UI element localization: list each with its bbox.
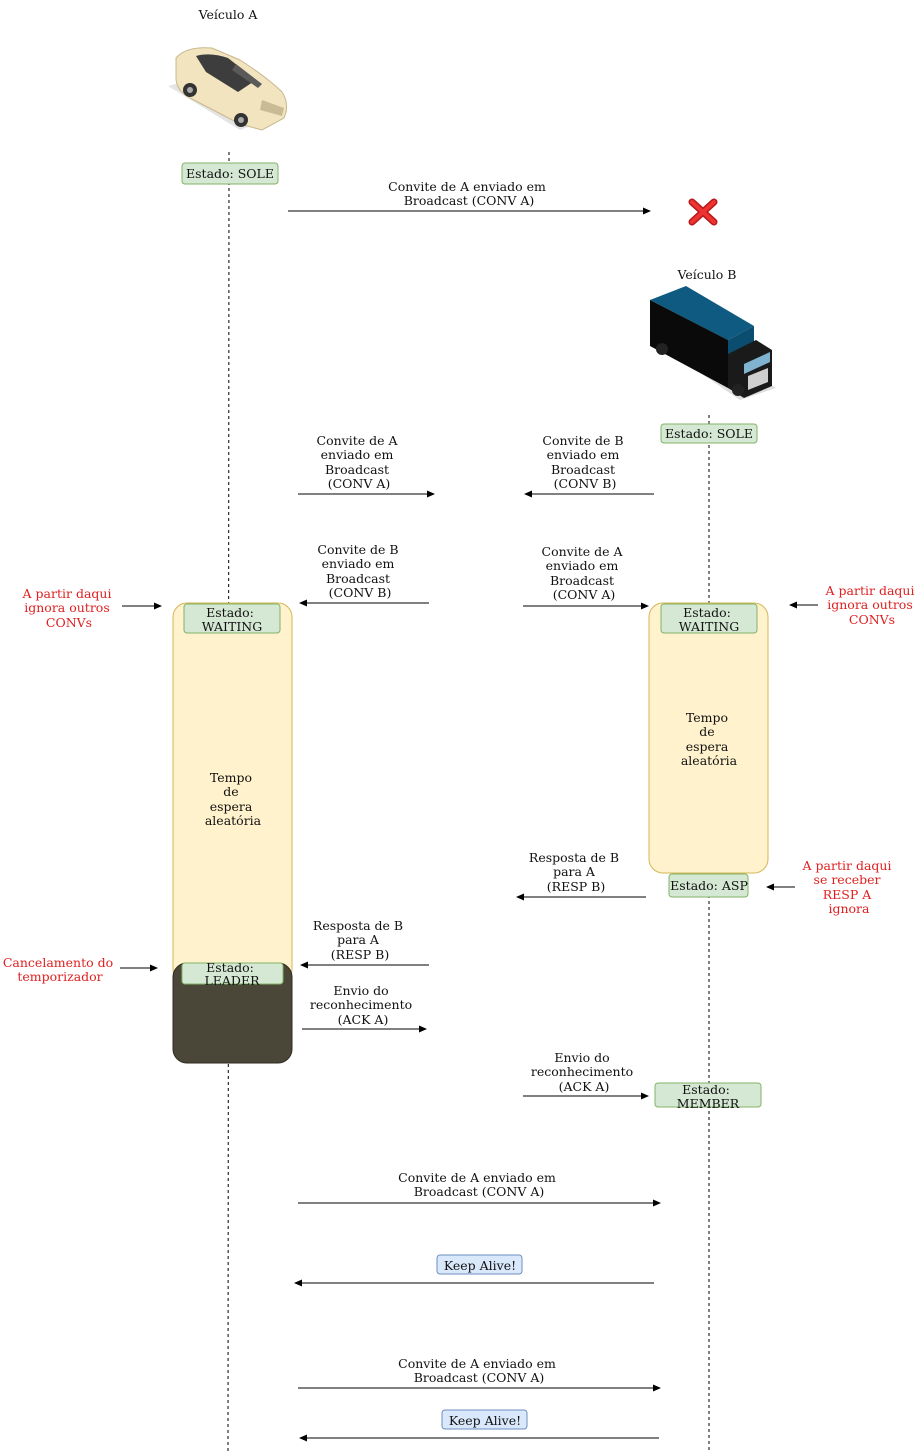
keepalive-1-label: Keep Alive! — [444, 1258, 516, 1273]
msg8-label: Envio do reconhecimento (ACK A) — [310, 983, 416, 1027]
state-a-sole-label: Estado: SOLE — [186, 166, 274, 181]
car-icon — [168, 47, 288, 131]
state-a-waiting-label: Estado: WAITING — [202, 605, 262, 634]
vehicle-a-title: Veículo A — [198, 7, 259, 22]
lost-message-x-icon — [688, 198, 718, 226]
msg5-label: Convite de A enviado em Broadcast (CONV … — [542, 544, 627, 602]
msg9-label: Envio do reconhecimento (ACK A) — [531, 1050, 637, 1094]
msg4-label: Convite de B enviado em Broadcast (CONV … — [317, 542, 402, 600]
note-a-ignore: A partir daqui ignora outros CONVs — [22, 586, 116, 630]
msg6-label: Resposta de B para A (RESP B) — [529, 850, 623, 894]
vehicle-b-title: Veículo B — [676, 267, 736, 282]
msg10-label: Convite de A enviado em Broadcast (CONV … — [398, 1170, 560, 1199]
state-b-member — [654, 1082, 762, 1108]
timer-b-label: Tempo de espera aleatória — [681, 710, 738, 768]
state-b-member-label: Estado: MEMBER — [677, 1082, 740, 1111]
keepalive-2-label: Keep Alive! — [449, 1413, 521, 1428]
msg12-label: Convite de A enviado em Broadcast (CONV … — [398, 1356, 560, 1385]
state-a-leader-label: Estado: LEADER — [204, 960, 260, 988]
keepalive-1-box — [436, 1254, 523, 1275]
keepalive-2-box — [441, 1409, 528, 1430]
state-b-asp-label: Estado: ASP — [670, 878, 748, 893]
msg3-label: Convite de B enviado em Broadcast (CONV … — [542, 433, 627, 491]
state-a-sole — [181, 162, 279, 185]
timer-a-label: Tempo de espera aleatória — [205, 770, 262, 828]
state-b-sole — [660, 423, 758, 444]
state-b-sole-label: Estado: SOLE — [665, 426, 753, 441]
note-b-resp-ignore: A partir daqui se receber RESP A ignora — [802, 858, 896, 916]
state-a-leader — [181, 962, 284, 985]
state-a-waiting — [183, 603, 281, 634]
state-b-waiting-label: Estado: WAITING — [679, 605, 739, 634]
note-b-ignore: A partir daqui ignora outros CONVs — [825, 583, 919, 627]
msg7-label: Resposta de B para A (RESP B) — [313, 918, 407, 962]
note-a-cancel: Cancelamento do temporizador — [3, 955, 117, 984]
state-b-asp — [668, 873, 749, 898]
state-b-waiting — [660, 603, 758, 634]
timer-block-b — [648, 602, 769, 874]
truck-icon — [650, 286, 776, 400]
msg2-label: Convite de A enviado em Broadcast (CONV … — [317, 433, 402, 491]
msg1-label: Convite de A enviado em Broadcast (CONV … — [388, 179, 550, 208]
